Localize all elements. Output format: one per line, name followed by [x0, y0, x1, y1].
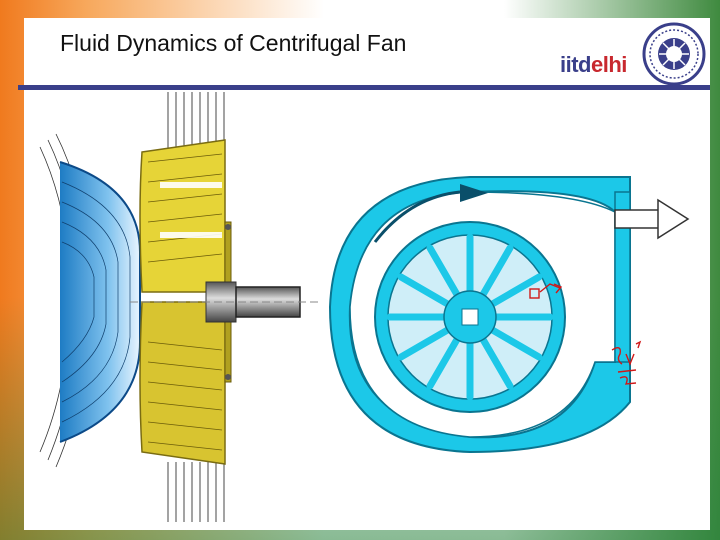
centrifugal-fan-figure [39, 92, 690, 522]
scroll-housing-view [328, 176, 690, 454]
rotation-arrow-icon [373, 190, 461, 243]
logo-text-part1: iitd [560, 52, 592, 77]
institute-seal-icon [642, 22, 706, 86]
slide-title: Fluid Dynamics of Centrifugal Fan [60, 30, 407, 56]
flow-arrow-icon [614, 198, 690, 240]
handwritten-annotations [529, 283, 642, 385]
impeller-cross-section [39, 92, 320, 522]
institute-logo-text: iitdelhi [560, 52, 627, 78]
logo-text-part2: elhi [591, 52, 627, 77]
header-rule [18, 85, 710, 90]
